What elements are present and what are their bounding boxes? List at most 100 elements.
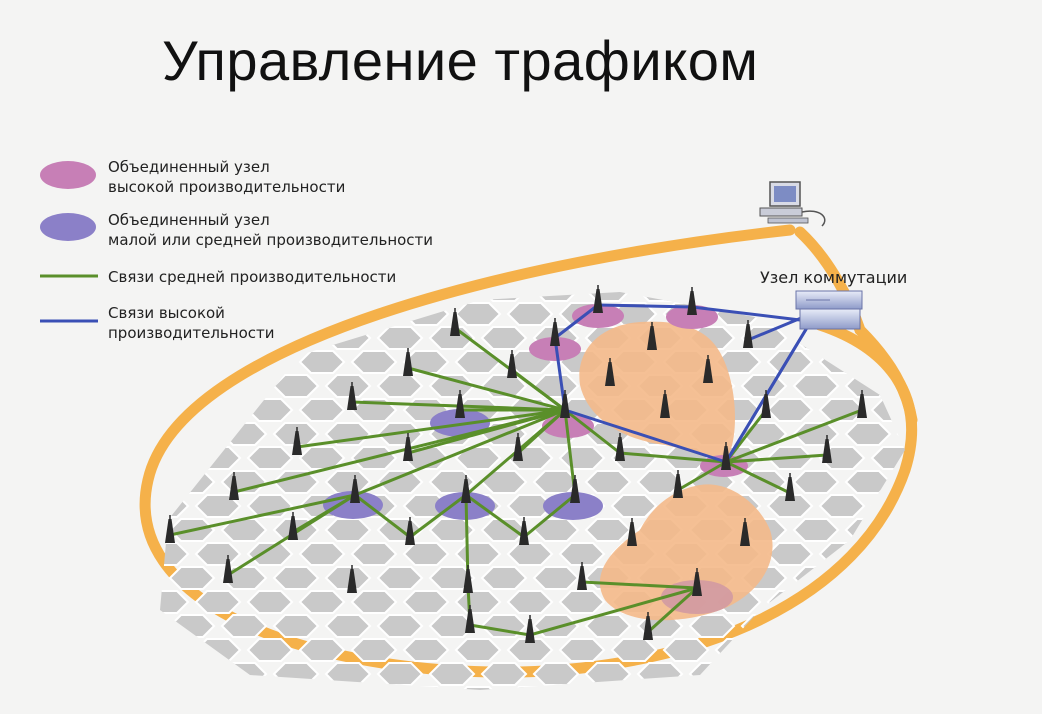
hex-cell [428,662,476,686]
hex-cell [298,686,346,690]
hex-cell [636,292,684,302]
hex-cell [844,470,892,494]
green-link [724,460,792,495]
green-link [510,368,567,412]
hex-cell [976,495,1020,517]
hex-cell [454,542,502,566]
hex-cell [924,351,968,373]
hex-cell [1002,663,1042,685]
hex-cell [950,663,994,685]
hex-cell [896,422,905,446]
hex-cell [272,470,320,494]
hex-cell [194,494,242,518]
hex-cell [792,470,840,494]
blue-link [690,305,802,322]
tower-icon [692,568,702,596]
hex-cell [1028,495,1042,517]
hex-cell [950,423,994,445]
hex-cell [298,302,346,326]
green-link [563,408,622,455]
hex-cell [272,374,320,398]
hex-cell [168,566,216,590]
tower-icon [550,318,560,346]
tower-icon [660,390,670,418]
legend-high-node-label-line1: Объединенный узел [108,158,270,176]
hex-cell [976,639,1020,661]
hex-cell [976,399,1020,421]
traffic-zone-upper [579,321,735,459]
hex-cell [740,662,788,686]
hex-cell [558,686,606,690]
hex-cell [766,398,814,422]
hex-cell [662,686,710,690]
hex-cell [160,614,164,638]
hex-cell [350,590,398,614]
hex-cell [950,375,994,397]
hex-cell [194,542,242,566]
hex-cell [766,686,814,690]
green-link [580,580,699,590]
hex-cell [792,374,840,398]
hex-cell [532,374,580,398]
hex-cell [714,686,762,690]
tower-icon [703,355,713,383]
hex-cell [402,350,450,374]
hex-cell [532,292,580,302]
hex-cell [324,566,372,590]
hex-cell [194,590,242,614]
hex-cell [1002,519,1042,541]
hex-cell [766,494,814,518]
hex-cell [844,374,892,398]
hex-cell [298,446,346,470]
hex-cell [160,590,190,614]
hex-cell [246,686,294,690]
hex-cell [194,446,242,470]
green-link [724,408,864,464]
green-link [353,408,567,497]
hex-cell [376,470,424,494]
tower-icon [465,605,475,633]
hex-cell [272,662,320,686]
green-link [724,453,829,464]
hex-cell [1028,687,1042,709]
hex-cell [950,471,994,493]
hex-cell [506,542,554,566]
blue-link [746,314,808,342]
hex-cell [818,590,866,614]
hex-cell [160,566,164,590]
high-node [572,304,624,328]
hex-cell [160,470,164,494]
hex-cell [160,422,164,446]
hex-cell [298,350,346,374]
hex-cell [246,638,294,662]
hex-cell [532,470,580,494]
green-link [406,366,567,412]
hex-cell [532,614,580,638]
tower-icon [507,350,517,378]
green-link [676,460,728,492]
hex-cell [160,350,190,374]
tower-icon [455,390,465,418]
hex-cell [454,302,502,326]
hex-cell [454,350,502,374]
hex-cell [246,446,294,470]
blue-link [596,303,694,309]
hex-cell [220,518,268,542]
hex-cell [766,638,814,662]
hex-cell [1002,471,1042,493]
hex-cell [272,566,320,590]
links [168,303,864,637]
hex-cell [870,446,905,470]
hex-cell [532,662,580,686]
hex-cell [160,686,190,690]
hex-cell [584,470,632,494]
high-node [666,305,718,329]
computer-icon [759,181,826,227]
hex-cell [480,662,528,686]
hex-cell [792,662,840,686]
tower-icon [643,612,653,640]
legend-blue-line-label-line2: производительности [108,324,275,342]
hex-cell [1002,375,1042,397]
tower-icon [615,433,625,461]
